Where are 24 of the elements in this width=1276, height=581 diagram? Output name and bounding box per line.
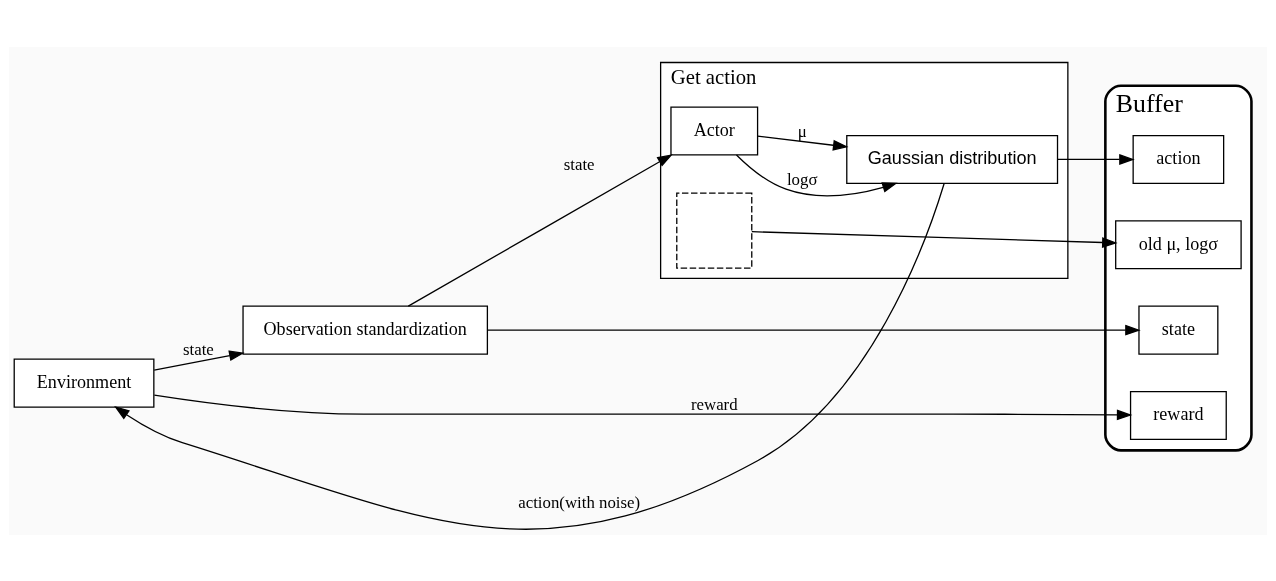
- node-box: Gaussian distribution: [846, 134, 1059, 184]
- arrow: [153, 349, 245, 371]
- edge-label: state: [563, 154, 595, 174]
- edge-label: action(with noise): [518, 492, 641, 512]
- node-box: state: [1138, 305, 1219, 355]
- node-box: Actor: [670, 105, 759, 156]
- edge-label: reward: [690, 394, 738, 414]
- arrow: [114, 182, 945, 530]
- edge-label: logσ: [786, 169, 818, 189]
- node-box: Environment: [13, 358, 155, 408]
- arrow: [735, 153, 898, 196]
- arrow: [757, 134, 849, 151]
- node-box: action: [1132, 134, 1225, 184]
- arrow: [486, 324, 1141, 336]
- edge-label: μ: [797, 121, 807, 141]
- node-box: reward: [1129, 390, 1227, 440]
- node-box: Observation standardization: [242, 305, 489, 355]
- arrow: [1057, 153, 1135, 165]
- node-box: [676, 191, 753, 269]
- edge-label: state: [183, 339, 214, 359]
- arrow: [407, 153, 673, 307]
- arrow: [751, 230, 1118, 248]
- node-box: old μ, logσ: [1115, 219, 1242, 269]
- arrow: [153, 394, 1133, 420]
